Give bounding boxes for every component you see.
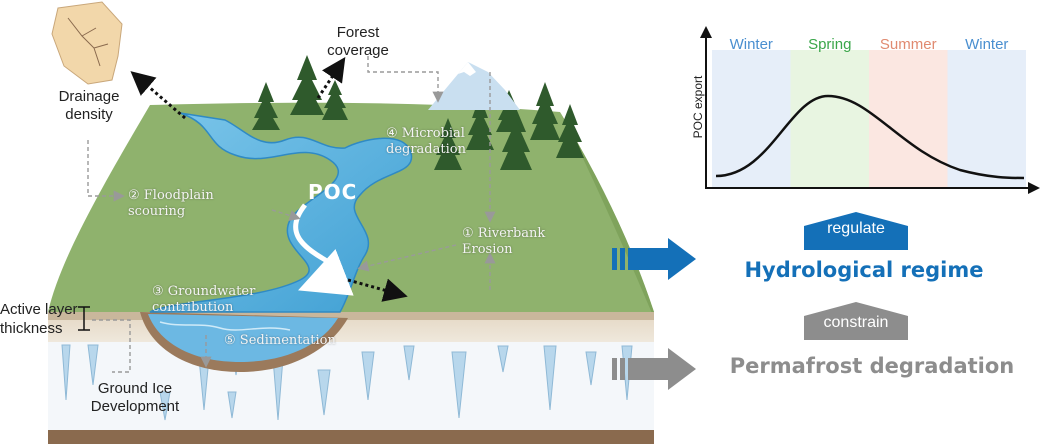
basin-water [148, 314, 338, 362]
poc-label: POC [308, 180, 358, 204]
season-label: Winter [965, 36, 1009, 53]
constrain-chevron [804, 302, 908, 340]
regulate-flow-arrow [612, 238, 696, 280]
drainage-density-label: Drainage density [58, 88, 120, 123]
regulate-chevron [804, 212, 908, 250]
season-band [947, 50, 1026, 188]
season-label: Spring [808, 36, 852, 53]
sedimentation-label: ⑤ Sedimentation [224, 333, 336, 348]
forest-arrow [316, 57, 346, 99]
season-band [790, 50, 869, 188]
x-axis-arrowhead [1028, 182, 1040, 194]
ground-ice-icicles [61, 344, 633, 421]
constrain-label: constrain [823, 314, 889, 331]
forest-trees [252, 55, 584, 170]
connector-lines [87, 56, 496, 373]
regulate-label: regulate [827, 220, 885, 237]
thickness-bracket [78, 306, 90, 331]
riverbank-erosion-label: ① Riverbank Erosion [462, 226, 546, 257]
y-axis-arrowhead [700, 26, 712, 38]
season-label: Summer [879, 36, 937, 53]
constrain-flow-arrow [612, 348, 696, 390]
season-band [712, 50, 791, 188]
poc-export-chart [700, 26, 1040, 194]
active-layer-label: Active layer thickness [0, 301, 78, 337]
drainage-map-icon [51, 1, 123, 85]
snow-mountain [428, 62, 520, 110]
hydrological-regime-label: Hydrological regime [744, 258, 984, 282]
ground-ice-label: Ground Ice Development [90, 380, 180, 415]
chart-ylabel: POC export [691, 75, 705, 139]
forest-coverage-label: Forest coverage [327, 24, 389, 59]
poc-flow-arrow [293, 203, 354, 296]
groundwater-contribution-label: ③ Groundwater contribution [152, 284, 256, 315]
permafrost-degradation-label: Permafrost degradation [729, 354, 1015, 378]
microbial-degradation-label: ④ Microbial degradation [386, 126, 466, 157]
floodplain-scouring-label: ② Floodplain scouring [128, 188, 214, 219]
river [149, 112, 413, 313]
chart-axes [705, 36, 1030, 189]
poc-export-curve [715, 94, 1025, 180]
drainage-arrow [130, 71, 186, 120]
bedrock-strip [48, 428, 654, 444]
season-band [869, 50, 948, 188]
season-label: Winter [729, 36, 773, 53]
